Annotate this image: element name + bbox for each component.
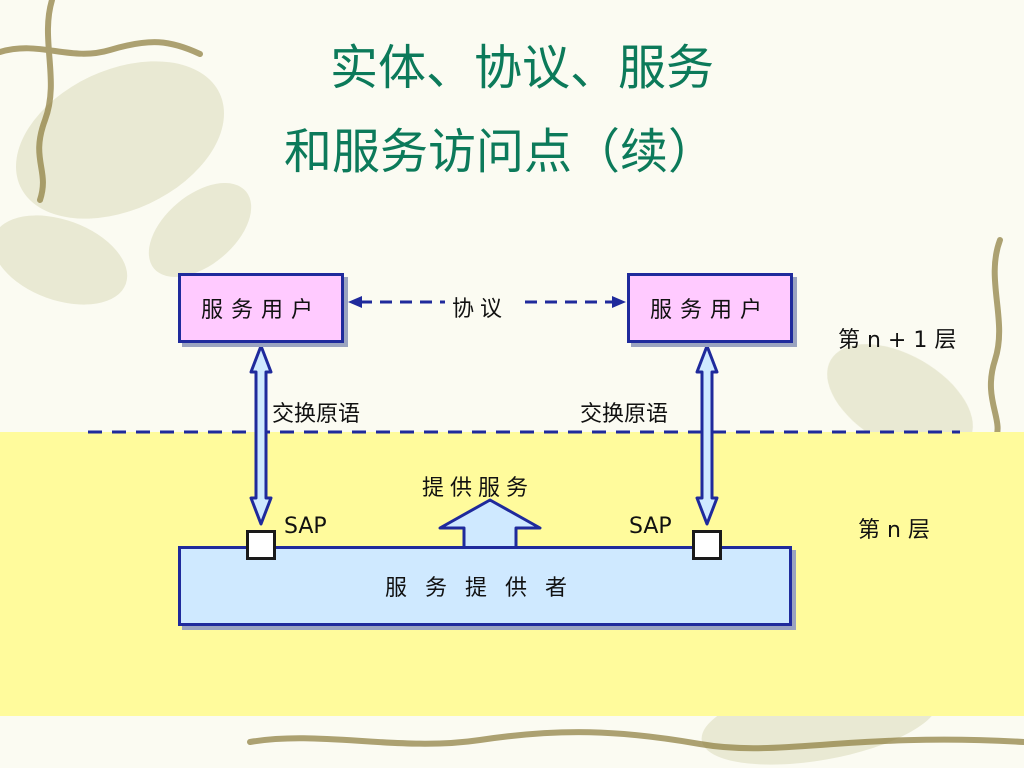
service-user-right-label: 服务用户: [649, 298, 770, 323]
service-provider-label: 服务提供者: [384, 576, 585, 601]
service-user-left-label: 服务用户: [200, 298, 321, 323]
provide-service-label: 提供服务: [422, 476, 535, 501]
service-user-left-box: 服务用户: [178, 273, 344, 343]
layer-n-label: 第 n 层: [858, 518, 930, 543]
primitive-right-label: 交换原语: [580, 402, 669, 427]
sap-right-label: SAP: [629, 514, 672, 539]
primitive-left-label: 交换原语: [272, 402, 361, 427]
slide-title-line-2: 和服务访问点（续）: [283, 124, 716, 180]
service-user-right-box: 服务用户: [627, 273, 793, 343]
sap-right-square: [692, 530, 722, 560]
protocol-label: 协议: [452, 297, 509, 322]
sap-left-label: SAP: [284, 514, 327, 539]
layer-n-plus-1-label: 第 n + 1 层: [838, 328, 957, 353]
sap-left-square: [246, 530, 276, 560]
service-provider-box: 服务提供者: [178, 546, 792, 626]
slide-title-line-1: 实体、协议、服务: [329, 40, 714, 96]
